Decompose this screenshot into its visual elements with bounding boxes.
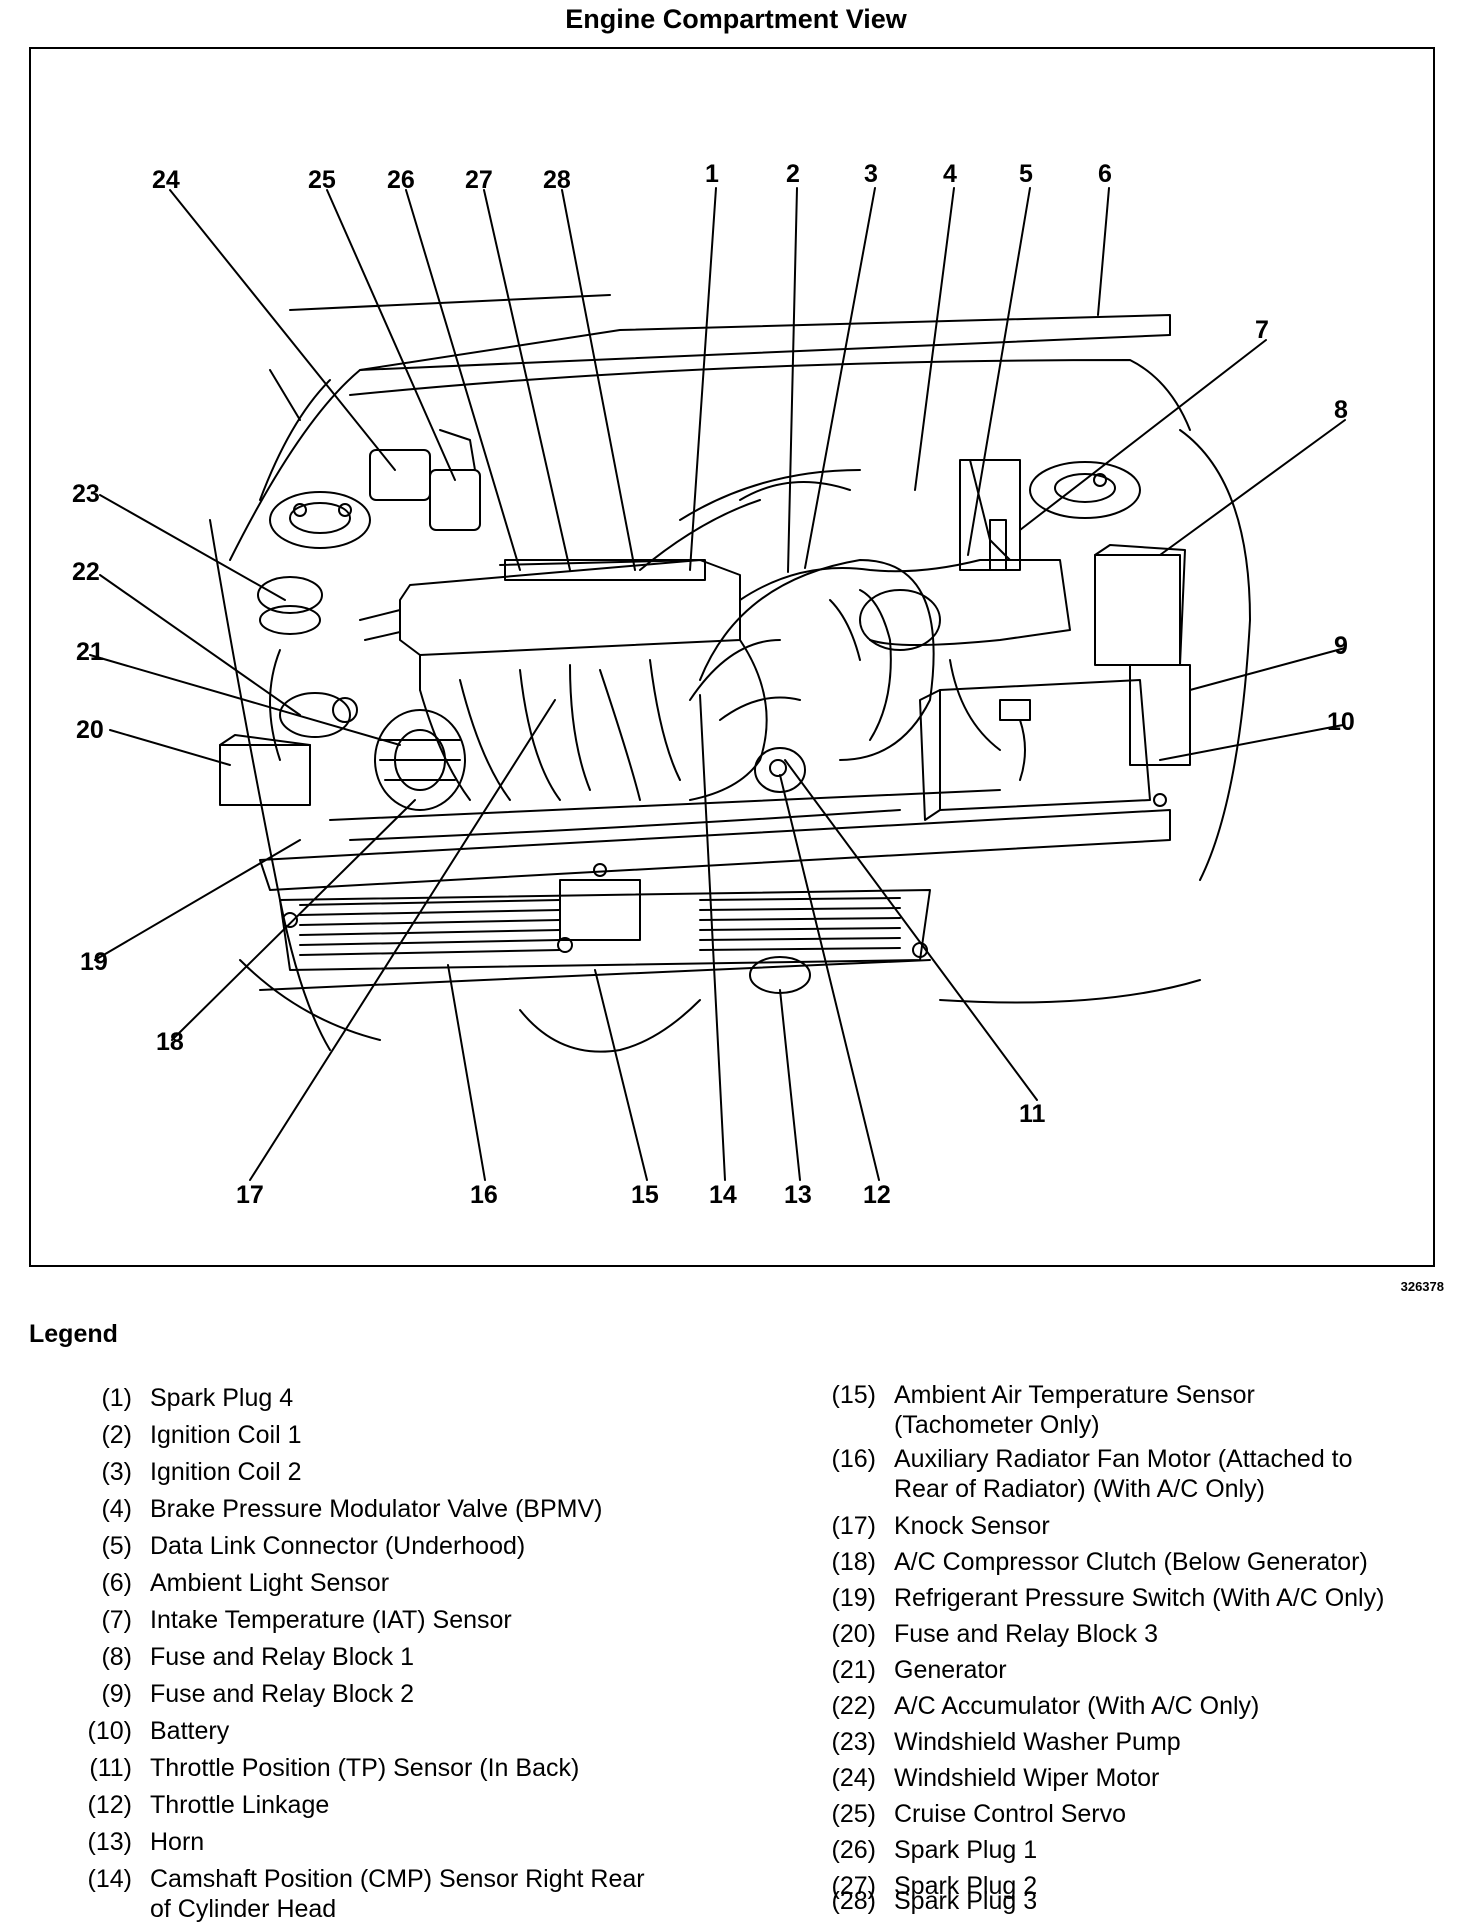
callout-6: 6 xyxy=(1098,160,1112,188)
legend-item-27: (27)Spark Plug 2 xyxy=(831,1872,1038,1900)
intake-manifold xyxy=(419,659,681,801)
fuse-relay-blocks xyxy=(219,544,1191,806)
callout-1: 1 xyxy=(705,160,719,188)
wiper-motor-and-servo xyxy=(369,429,481,531)
legend-item-22: (22)A/C Accumulator (With A/C Only) xyxy=(831,1692,1260,1720)
callout-leader-lines xyxy=(89,187,1346,1181)
legend-item-14: (14)Camshaft Position (CMP) Sensor Right… xyxy=(87,1865,645,1923)
legend-item-13: (13)Horn xyxy=(87,1828,205,1856)
callout-21: 21 xyxy=(76,638,104,666)
legend-item-21: (21)Generator xyxy=(831,1656,1007,1684)
callout-18: 18 xyxy=(156,1028,184,1056)
callout-20: 20 xyxy=(76,716,104,744)
callout-14: 14 xyxy=(709,1181,737,1209)
diagram-title: Engine Compartment View xyxy=(565,4,907,34)
legend-item-23: (23)Windshield Washer Pump xyxy=(831,1728,1181,1756)
strut-towers xyxy=(269,461,1141,549)
callout-10: 10 xyxy=(1327,708,1355,736)
legend-item-18: (18)A/C Compressor Clutch (Below Generat… xyxy=(831,1548,1368,1576)
legend-item-16-line1: Auxiliary Radiator Fan Motor (Attached t… xyxy=(894,1445,1353,1473)
legend-item-26: (26)Spark Plug 1 xyxy=(831,1836,1038,1864)
legend-item-14-line1: Camshaft Position (CMP) Sensor Right Rea… xyxy=(150,1865,645,1893)
callout-15: 15 xyxy=(631,1181,659,1209)
legend-item-10: (10)Battery xyxy=(87,1717,230,1745)
legend-item-6: (6)Ambient Light Sensor xyxy=(101,1569,390,1597)
legend-item-8: (8)Fuse and Relay Block 1 xyxy=(101,1643,415,1671)
legend-heading: Legend xyxy=(29,1320,118,1348)
callout-5: 5 xyxy=(1019,160,1033,188)
legend-item-15: (15)Ambient Air Temperature Sensor(Tacho… xyxy=(831,1381,1255,1439)
valve-cover xyxy=(359,559,741,691)
legend-item-16: (16)Auxiliary Radiator Fan Motor (Attach… xyxy=(831,1445,1353,1503)
callout-2: 2 xyxy=(786,160,800,188)
callout-7: 7 xyxy=(1255,316,1269,344)
callout-13: 13 xyxy=(784,1181,812,1209)
legend-item-9: (9)Fuse and Relay Block 2 xyxy=(101,1680,415,1708)
legend-item-1: (1)Spark Plug 4 xyxy=(101,1384,294,1412)
callout-26: 26 xyxy=(387,166,415,194)
callout-12: 12 xyxy=(863,1181,891,1209)
air-intake-duct xyxy=(689,459,1071,801)
hoses-and-wiring xyxy=(329,469,1001,841)
legend-item-4: (4)Brake Pressure Modulator Valve (BPMV) xyxy=(101,1495,603,1523)
callout-11: 11 xyxy=(1019,1100,1046,1128)
callout-8: 8 xyxy=(1334,396,1348,424)
battery xyxy=(919,679,1167,821)
legend-item-20: (20)Fuse and Relay Block 3 xyxy=(831,1620,1159,1648)
callout-16: 16 xyxy=(470,1181,498,1209)
legend-item-15-line1: Ambient Air Temperature Sensor xyxy=(894,1381,1255,1409)
legend-item-28: (28)Spark Plug 3 xyxy=(831,1887,1038,1915)
throttle-body xyxy=(689,559,935,793)
callout-23: 23 xyxy=(72,480,100,508)
legend-item-14-line2: of Cylinder Head xyxy=(150,1895,337,1923)
legend-item-15-line2: (Tachometer Only) xyxy=(894,1411,1100,1439)
hood-outline xyxy=(209,294,1251,1051)
callout-27: 27 xyxy=(465,166,493,194)
callout-17: 17 xyxy=(236,1181,264,1209)
callout-22: 22 xyxy=(72,558,100,586)
callout-28: 28 xyxy=(543,166,571,194)
legend-item-25: (25)Cruise Control Servo xyxy=(831,1800,1127,1828)
callout-3: 3 xyxy=(864,160,878,188)
figure-number: 326378 xyxy=(1400,1279,1444,1294)
washer-and-accumulator xyxy=(257,576,358,761)
legend-item-24: (24)Windshield Wiper Motor xyxy=(831,1764,1160,1792)
callout-19: 19 xyxy=(80,948,108,976)
legend-item-17: (17)Knock Sensor xyxy=(831,1512,1050,1540)
callout-25: 25 xyxy=(308,166,336,194)
legend-item-11: (11)Throttle Position (TP) Sensor (In Ba… xyxy=(89,1754,580,1782)
callout-24: 24 xyxy=(152,166,180,194)
legend-item-12: (12)Throttle Linkage xyxy=(87,1791,330,1819)
legend-item-5: (5)Data Link Connector (Underhood) xyxy=(101,1532,526,1560)
legend-item-2: (2)Ignition Coil 1 xyxy=(101,1421,302,1449)
legend-item-7: (7)Intake Temperature (IAT) Sensor xyxy=(101,1606,512,1634)
generator xyxy=(374,709,466,811)
legend-item-16-line2: Rear of Radiator) (With A/C Only) xyxy=(894,1475,1265,1503)
legend-item-3: (3)Ignition Coil 2 xyxy=(101,1458,302,1486)
callout-9: 9 xyxy=(1334,632,1348,660)
diagram-frame xyxy=(29,47,1435,1267)
callout-4: 4 xyxy=(943,160,957,188)
radiator-core-support xyxy=(239,809,1201,1053)
legend-item-19: (19)Refrigerant Pressure Switch (With A/… xyxy=(831,1584,1385,1612)
engine-compartment-drawing xyxy=(89,187,1346,1181)
